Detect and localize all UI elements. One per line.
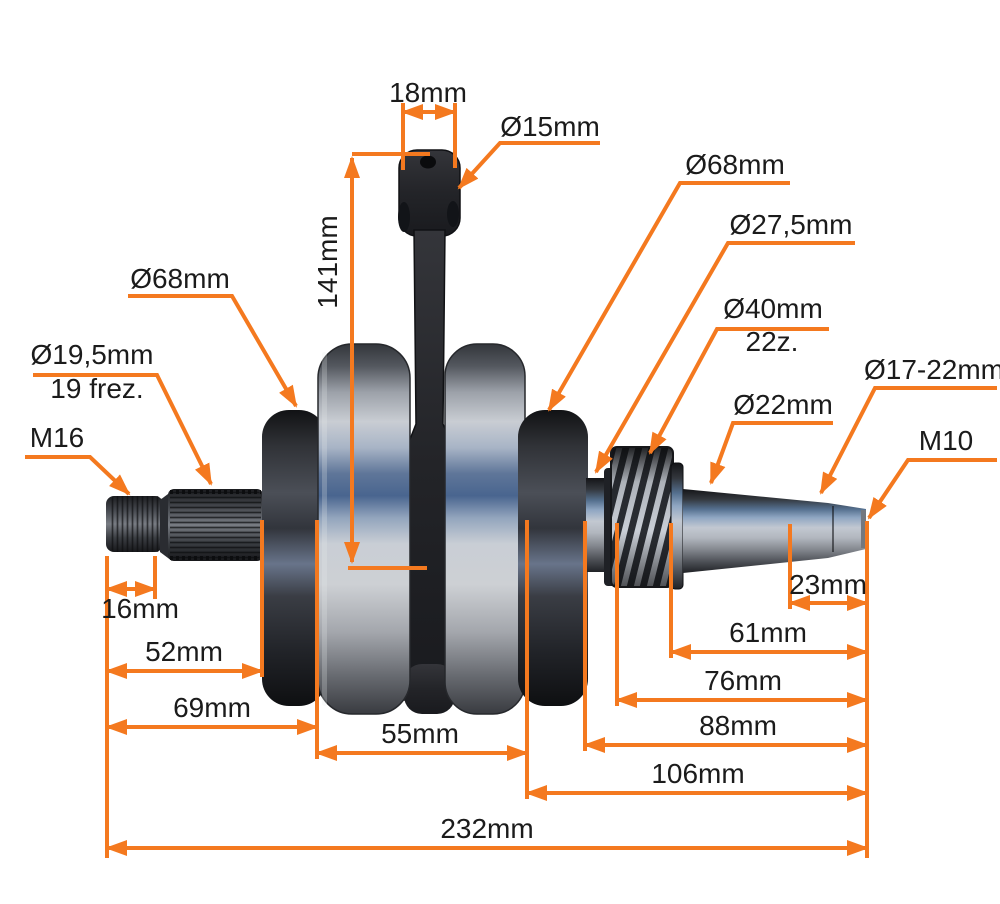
callout-thread-left: M16 <box>25 422 131 496</box>
dim-tip-length: 23mm <box>788 569 869 611</box>
dim-rod-length: 141mm <box>312 152 430 570</box>
right-shaft-end <box>586 446 866 590</box>
dim-shaft-88: 88mm <box>583 710 869 753</box>
dim-web-width: 55mm <box>315 718 529 761</box>
crankshaft-photo <box>106 149 866 715</box>
spline-ridges <box>170 491 261 559</box>
leader-line <box>128 294 298 408</box>
left-web-highlight <box>322 352 327 706</box>
callout-spline: Ø19,5mm 19 frez. <box>31 339 213 486</box>
rod-big-end <box>404 664 455 714</box>
callout-label: M16 <box>30 422 84 453</box>
leader-line <box>594 241 855 474</box>
primary-gear <box>610 446 674 588</box>
dim-left-end-length: 69mm <box>105 692 319 735</box>
leader-line <box>709 421 833 485</box>
left-shaft-end <box>106 489 263 561</box>
callout-taper: Ø17-22mm <box>819 354 1000 495</box>
callout-label: Ø27,5mm <box>730 209 853 240</box>
dim-shaft-76: 76mm <box>615 665 869 708</box>
dimension-annotations: 18mm 141mm 16mm 52mm <box>25 77 1000 858</box>
rod-right-groove <box>447 201 459 227</box>
leader-line <box>867 458 997 520</box>
dim-shaft-61: 61mm <box>669 617 869 660</box>
callout-thread-right: M10 <box>867 425 997 520</box>
output-shaft-taper <box>683 489 866 573</box>
leader-line <box>819 386 997 495</box>
dimension-label: 76mm <box>704 665 782 696</box>
callout-pin-bore: Ø15mm <box>457 111 600 190</box>
callout-label: M10 <box>919 425 973 456</box>
callout-sublabel: 22z. <box>746 326 799 357</box>
right-web-disc <box>444 343 526 715</box>
callout-label: Ø15mm <box>500 111 600 142</box>
callout-sublabel: 19 frez. <box>50 373 143 404</box>
callout-journal: Ø27,5mm <box>594 209 855 474</box>
dimension-label: 18mm <box>389 77 467 108</box>
dimension-label: 232mm <box>440 813 533 844</box>
leader-line <box>33 373 213 486</box>
dimension-label: 141mm <box>312 215 343 308</box>
dimension-label: 23mm <box>789 569 867 600</box>
callout-label: Ø68mm <box>685 149 785 180</box>
leader-line <box>547 181 790 412</box>
thread-ridges <box>110 496 163 552</box>
dim-small-end-width: 18mm <box>389 77 467 170</box>
callout-label: Ø19,5mm <box>31 339 154 370</box>
right-crank-web <box>444 343 588 715</box>
dim-right-end-length: 106mm <box>525 758 869 801</box>
callout-label: Ø40mm <box>723 293 823 324</box>
left-web-hub <box>262 410 326 706</box>
dimension-label: 69mm <box>173 692 251 723</box>
gear-shading <box>611 447 673 587</box>
dimension-label: 88mm <box>699 710 777 741</box>
shaft-end-face <box>861 510 866 548</box>
dimension-label: 52mm <box>145 636 223 667</box>
dimension-label: 61mm <box>729 617 807 648</box>
callout-shaft: Ø22mm <box>709 389 833 485</box>
callout-web-right: Ø68mm <box>547 149 790 412</box>
callout-web-left: Ø68mm <box>128 263 298 408</box>
dim-thread-length: 16mm <box>101 581 179 624</box>
dimension-label: 16mm <box>101 593 179 624</box>
leader-line <box>25 455 131 496</box>
rod-oil-hole <box>420 155 436 169</box>
leader-line <box>457 141 600 190</box>
left-web-disc <box>317 343 411 715</box>
left-crank-web <box>262 343 411 715</box>
callout-gear: Ø40mm 22z. <box>648 293 829 455</box>
leader-line <box>648 327 829 455</box>
callout-label: Ø22mm <box>733 389 833 420</box>
rod-left-groove <box>398 202 410 232</box>
dim-spline-length: 52mm <box>105 636 264 679</box>
right-web-ring <box>518 410 588 706</box>
callout-label: Ø17-22mm <box>864 354 1000 385</box>
dimension-label: 106mm <box>651 758 744 789</box>
callout-label: Ø68mm <box>130 263 230 294</box>
dim-total-length: 232mm <box>105 813 869 856</box>
dimension-label: 55mm <box>381 718 459 749</box>
